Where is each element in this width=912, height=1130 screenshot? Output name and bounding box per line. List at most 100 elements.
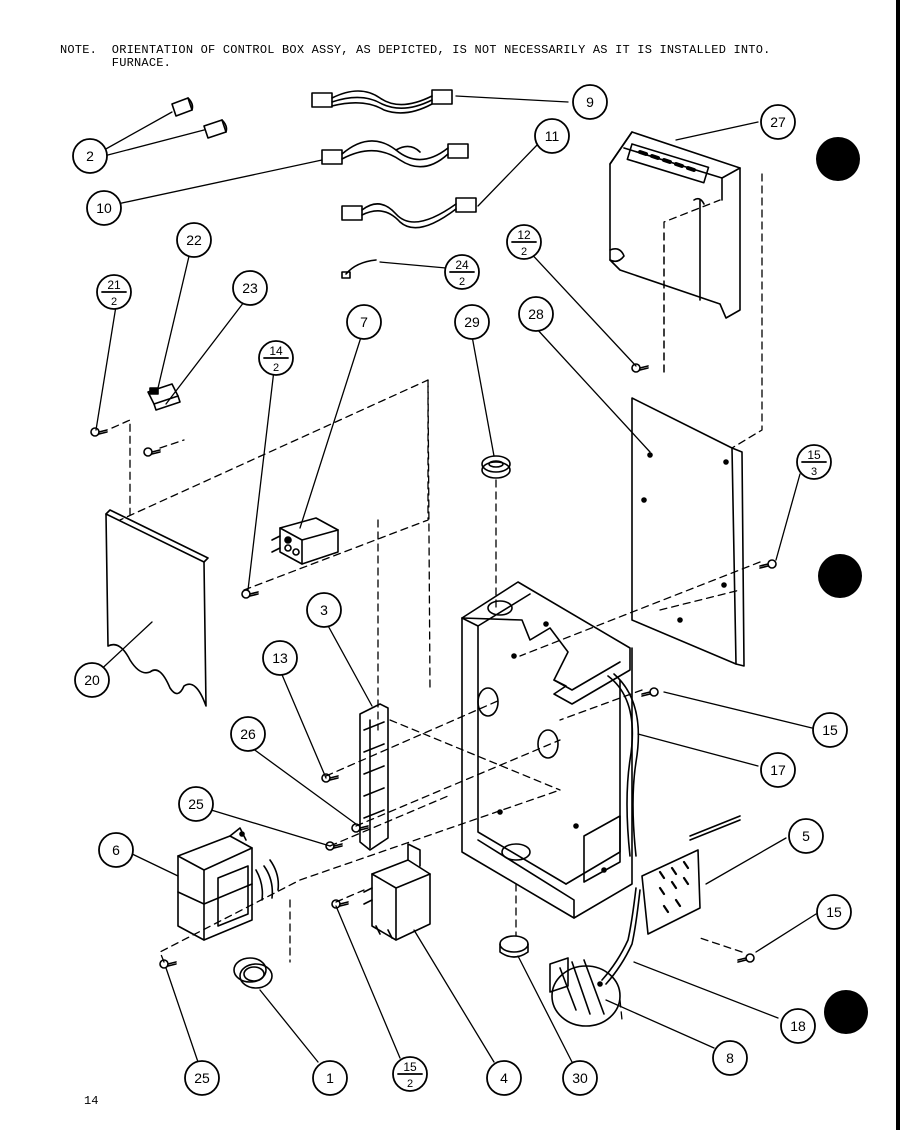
part-jumper-wire (341, 259, 377, 279)
callout-part-number: 12 (517, 228, 531, 242)
callout-25b: 25 (184, 1060, 220, 1096)
callout-11: 11 (534, 118, 570, 154)
callout-number: 18 (790, 1018, 806, 1034)
callout-number: 7 (360, 314, 368, 330)
part-circuit-board (641, 815, 741, 935)
callout-29: 29 (454, 304, 490, 340)
part-terminal-strip (359, 703, 389, 851)
callout-20: 20 (74, 662, 110, 698)
callout-part-number: 14 (269, 344, 283, 358)
callout-1: 1 (312, 1060, 348, 1096)
callout-number: 22 (186, 232, 202, 248)
orientation-note: NOTE. ORIENTATION OF CONTROL BOX ASSY, A… (60, 44, 880, 70)
part-rod (601, 887, 641, 985)
callout-number: 17 (770, 762, 786, 778)
callout-30: 30 (562, 1060, 598, 1096)
page-border-right (896, 0, 900, 1130)
page-number: 14 (84, 1094, 99, 1108)
callout-15-3: 153 (796, 444, 832, 480)
callout-quantity: 3 (811, 466, 817, 478)
callout-12-2: 122 (506, 224, 542, 260)
callout-number: 26 (240, 726, 256, 742)
callout-27: 27 (760, 104, 796, 140)
callout-8: 8 (712, 1040, 748, 1076)
callout-number: 15 (826, 904, 842, 920)
part-grommet-top (481, 455, 511, 479)
callout-number: 29 (464, 314, 480, 330)
callout-24-2: 242 (444, 254, 480, 290)
callout-number: 2 (86, 148, 94, 164)
callout-23: 23 (232, 270, 268, 306)
callout-15b: 15 (816, 894, 852, 930)
part-wire-harness-9 (311, 89, 453, 114)
callout-number: 30 (572, 1070, 588, 1086)
callout-number: 3 (320, 602, 328, 618)
callout-number: 11 (545, 128, 560, 144)
callout-number: 6 (112, 842, 120, 858)
part-control-box (461, 581, 640, 919)
callout-part-number: 15 (403, 1060, 417, 1074)
callout-number: 20 (84, 672, 100, 688)
callout-quantity: 2 (111, 296, 117, 308)
part-relay (271, 517, 339, 565)
binder-hole-bottom (824, 990, 868, 1034)
callout-number: 10 (96, 200, 112, 216)
callout-number: 25 (194, 1070, 210, 1086)
callout-number: 13 (272, 650, 288, 666)
callout-number: 27 (770, 114, 786, 130)
callout-number: 9 (586, 94, 594, 110)
note-line-1: NOTE. ORIENTATION OF CONTROL BOX ASSY, A… (60, 43, 771, 57)
assembly-lines (111, 173, 763, 1021)
note-line-2: FURNACE. (60, 56, 172, 70)
callout-number: 28 (528, 306, 544, 322)
part-hole-plug (499, 935, 529, 958)
callout-7: 7 (346, 304, 382, 340)
callout-25a: 25 (178, 786, 214, 822)
binder-hole-middle (818, 554, 862, 598)
callout-3: 3 (306, 592, 342, 628)
callout-quantity: 2 (273, 362, 279, 374)
callout-quantity: 2 (521, 246, 527, 258)
callout-number: 25 (188, 796, 204, 812)
binder-hole-top (816, 137, 860, 181)
callout-number: 1 (326, 1070, 334, 1086)
callout-number: 8 (726, 1050, 734, 1066)
callout-number: 5 (802, 828, 810, 844)
callout-part-number: 24 (455, 258, 469, 272)
callout-part-number: 15 (807, 448, 821, 462)
callout-number: 23 (242, 280, 258, 296)
callout-number: 4 (500, 1070, 508, 1086)
part-wire-nuts (171, 97, 228, 139)
callout-21-2: 212 (96, 274, 132, 310)
callout-10: 10 (86, 190, 122, 226)
callout-number: 15 (822, 722, 838, 738)
callout-18: 18 (780, 1008, 816, 1044)
callout-22: 22 (176, 222, 212, 258)
callout-13: 13 (262, 640, 298, 676)
part-ignition-control (609, 131, 741, 319)
callout-6: 6 (98, 832, 134, 868)
callout-quantity: 2 (407, 1078, 413, 1090)
callout-28: 28 (518, 296, 554, 332)
callout-15-2: 152 (392, 1056, 428, 1092)
part-mount-plate (549, 957, 621, 1027)
callout-9: 9 (572, 84, 608, 120)
callout-part-number: 21 (107, 278, 121, 292)
part-limit-switch (147, 383, 181, 411)
part-wire-harness-10 (321, 140, 469, 168)
part-control-panel (631, 397, 745, 667)
callout-2: 2 (72, 138, 108, 174)
part-transformer (177, 827, 280, 941)
callout-26: 26 (230, 716, 266, 752)
callout-5: 5 (788, 818, 824, 854)
part-bushing (233, 957, 273, 989)
leader-lines (93, 95, 817, 1063)
part-blower-relay (363, 843, 431, 941)
part-wire-harness-11 (341, 197, 477, 229)
screws (90, 363, 777, 969)
callout-17: 17 (760, 752, 796, 788)
callout-15a: 15 (812, 712, 848, 748)
callout-quantity: 2 (459, 276, 465, 288)
